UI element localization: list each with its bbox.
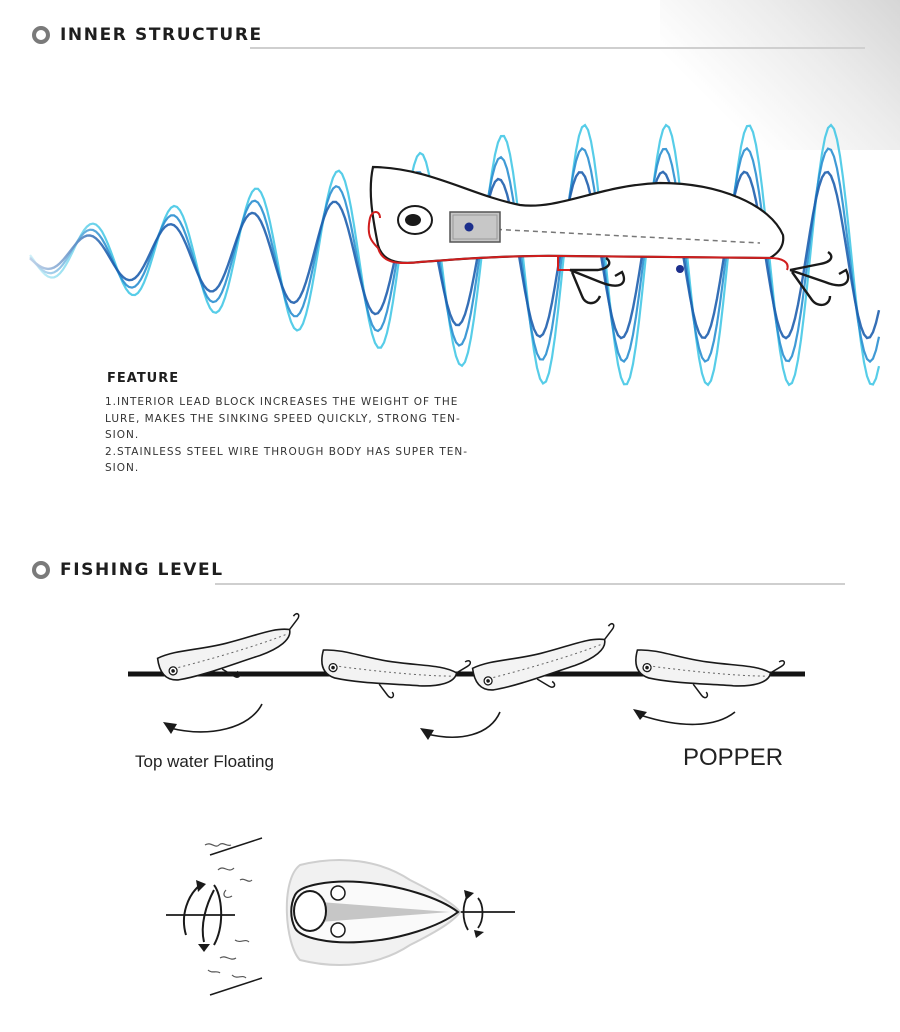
fishing-level-header: FISHING LEVEL: [32, 560, 224, 580]
wire-dot: [676, 265, 684, 273]
label-popper: POPPER: [683, 744, 784, 771]
lead-block: [449, 211, 501, 243]
lure-icon: [635, 649, 786, 699]
feature-item-2: 2.STAINLESS STEEL WIRE THROUGH BODY HAS …: [105, 445, 469, 475]
popper-top-view: [166, 837, 515, 996]
lure-cross-section: [367, 165, 850, 307]
label-top-water-floating: Top water Floating: [135, 752, 274, 771]
fishing-level-rule: [215, 583, 845, 585]
splash-line-bottom: [209, 977, 263, 996]
lead-block-texture: [452, 214, 498, 240]
lure-icon: [471, 622, 615, 691]
curved-arrow-icon: [163, 703, 263, 734]
treble-hook-icon: [789, 251, 850, 307]
wire-bottom: [377, 247, 771, 265]
inner-structure-header: INNER STRUCTURE: [32, 25, 263, 45]
splash-line-top: [209, 837, 263, 856]
curved-arrow-icon: [420, 711, 501, 740]
feature-list: 1.INTERIOR LEAD BLOCK INCREASES THE WEIG…: [105, 394, 490, 477]
fishing-level-title: FISHING LEVEL: [60, 560, 224, 580]
curved-arrow-icon: [633, 709, 736, 726]
lure-pupil: [405, 214, 421, 226]
weight-dot: [464, 222, 474, 232]
lure-icon: [321, 649, 472, 699]
lure-stripe: [320, 902, 450, 922]
wire-belly-loop: [557, 256, 570, 271]
eye-icon: [330, 885, 346, 901]
wobble-arrows-icon: [182, 880, 223, 952]
wire-dashed: [469, 227, 761, 244]
splash-marks: [204, 842, 253, 979]
wire-front-loop: [367, 211, 381, 249]
feature-title: FEATURE: [107, 371, 180, 386]
treble-hook-icon: [569, 257, 626, 305]
inner-structure-title: INNER STRUCTURE: [60, 25, 263, 45]
popper-mouth: [293, 890, 327, 932]
lure-icon: [156, 612, 300, 681]
tail-wobble-icon: [462, 890, 484, 938]
eye-icon: [330, 922, 346, 938]
lure-sequence: [156, 612, 786, 699]
ring-icon: [32, 26, 50, 44]
inner-structure-rule: [250, 47, 865, 49]
ring-icon: [32, 561, 50, 579]
wire-rear-loop: [769, 257, 789, 271]
feature-item-1: 1.INTERIOR LEAD BLOCK INCREASES THE WEIG…: [105, 396, 461, 441]
